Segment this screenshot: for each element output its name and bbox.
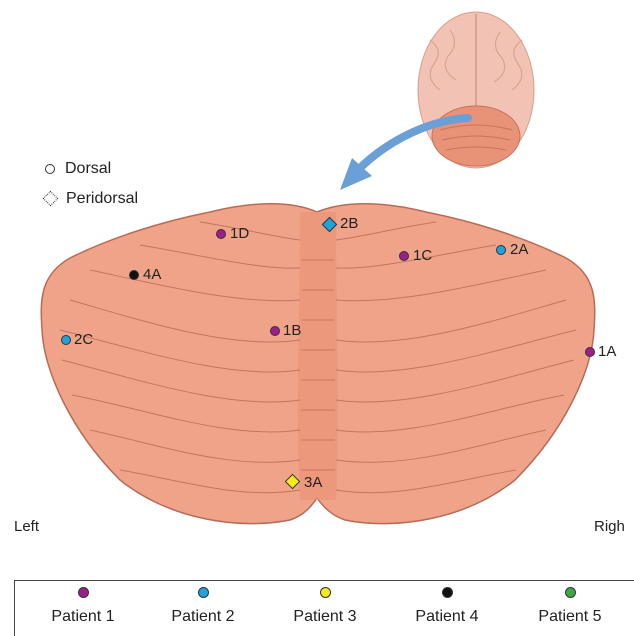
brain-inset	[418, 12, 534, 168]
patient-3-dot-icon	[320, 587, 331, 598]
point-1a-marker	[585, 347, 595, 357]
point-1a-label: 1A	[598, 343, 616, 360]
dorsal-circle-icon	[45, 164, 55, 174]
point-2c-marker	[61, 335, 71, 345]
patient-2-dot-icon	[198, 587, 209, 598]
legend-item-patient-5: Patient 5	[520, 587, 620, 626]
legend-item-patient-1: Patient 1	[33, 587, 133, 626]
patient-legend: Patient 1 Patient 2 Patient 3 Patient 4 …	[14, 580, 634, 636]
point-1b-marker	[270, 326, 280, 336]
point-2a-label: 2A	[510, 241, 528, 258]
point-1d-marker	[216, 229, 226, 239]
point-3a-label: 3A	[304, 474, 322, 491]
legend-label: Patient 2	[153, 608, 253, 626]
legend-label: Patient 4	[397, 608, 497, 626]
legend-item-patient-4: Patient 4	[397, 587, 497, 626]
patient-4-dot-icon	[442, 587, 453, 598]
peridorsal-diamond-icon	[43, 191, 59, 207]
point-2b-label: 2B	[340, 215, 358, 232]
legend-label: Patient 3	[275, 608, 375, 626]
legend-item-patient-2: Patient 2	[153, 587, 253, 626]
legend-label: Patient 5	[520, 608, 620, 626]
point-1c-marker	[399, 251, 409, 261]
patient-1-dot-icon	[78, 587, 89, 598]
legend-item-patient-3: Patient 3	[275, 587, 375, 626]
point-1d-label: 1D	[230, 225, 249, 242]
point-4a-label: 4A	[143, 266, 161, 283]
point-2a-marker	[496, 245, 506, 255]
key-dorsal: Dorsal	[45, 160, 111, 178]
right-side-label: Righ	[594, 518, 625, 535]
key-dorsal-label: Dorsal	[65, 160, 111, 177]
key-peridorsal: Peridorsal	[45, 190, 138, 208]
key-peridorsal-label: Peridorsal	[66, 190, 138, 207]
legend-label: Patient 1	[33, 608, 133, 626]
patient-5-dot-icon	[565, 587, 576, 598]
left-side-label: Left	[14, 518, 39, 535]
point-1b-label: 1B	[283, 322, 301, 339]
point-1c-label: 1C	[413, 247, 432, 264]
point-2c-label: 2C	[74, 331, 93, 348]
point-4a-marker	[129, 270, 139, 280]
